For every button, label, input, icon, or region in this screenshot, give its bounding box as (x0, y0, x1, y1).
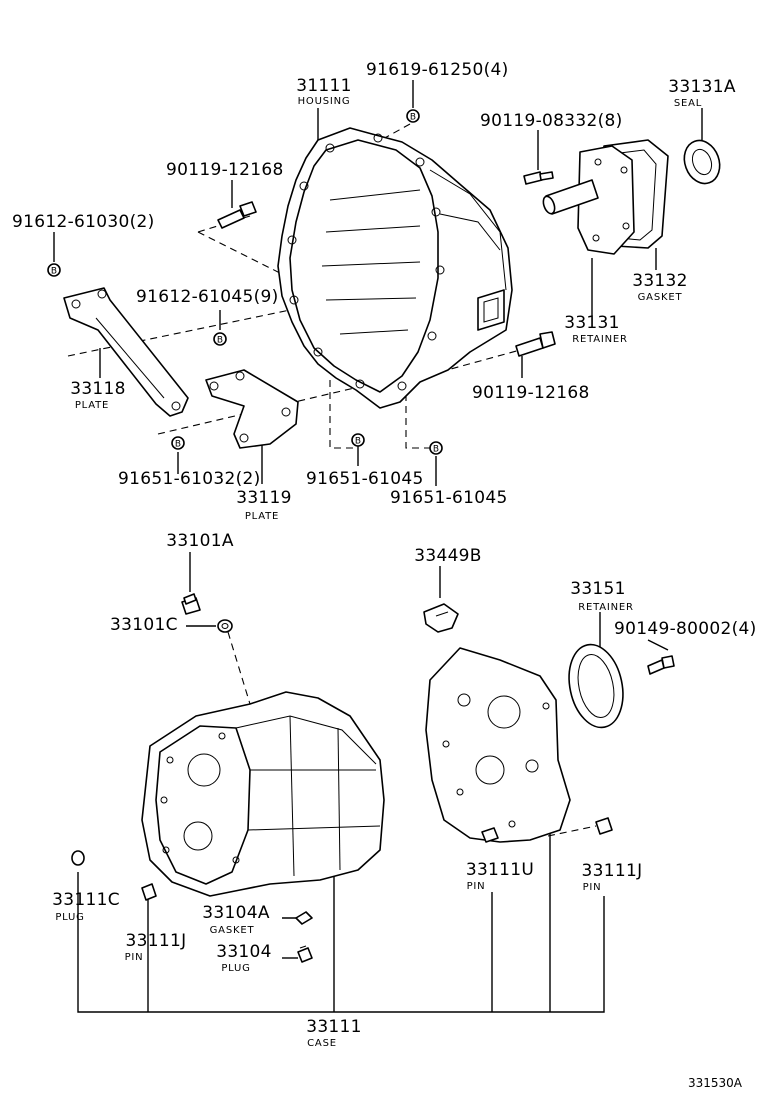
seal-33131A (683, 139, 721, 185)
bolt-90119-12168-top (217, 201, 257, 229)
label-plug-33104-desc: PLUG (221, 963, 250, 974)
label-gasket-33104A-desc: GASKET (210, 925, 255, 936)
label-plug-33101A: 33101A (166, 531, 234, 551)
pin-33111U (481, 827, 499, 843)
label-bolt-91651-61045-a: 91651-61045 (306, 469, 424, 489)
clutch-housing (277, 127, 513, 409)
bolt-90119-08332 (523, 171, 554, 185)
label-bolt-90119-12168-bottom: 90119-12168 (472, 383, 590, 403)
plate-33118 (63, 287, 189, 417)
bolt-marker-b-1: B (410, 113, 416, 123)
label-bolt-91612-61045: 91612-61045(9) (136, 287, 279, 307)
case-rear-cover (425, 647, 571, 843)
label-bolt-91619-61250: 91619-61250(4) (366, 60, 509, 80)
sensor-33449B (423, 603, 459, 633)
label-bolt-90149-80002: 90149-80002(4) (614, 619, 757, 639)
label-bolt-91651-61032: 91651-61032(2) (118, 469, 261, 489)
label-plug-33104-number: 33104 (216, 942, 272, 962)
label-plug-33111C-number: 33111C (52, 890, 120, 910)
label-retainer2-desc: RETAINER (578, 602, 634, 613)
label-sensor-33449B: 33449B (414, 546, 482, 566)
bolt-marker-b-3: B (217, 336, 223, 346)
label-gasket-desc: GASKET (638, 292, 683, 303)
label-plug-33111C-desc: PLUG (55, 912, 84, 923)
bolt-90119-12168-bottom (515, 331, 556, 357)
label-retainer2-number: 33151 (570, 579, 626, 599)
gasket-33101C (217, 619, 233, 633)
retainer-33151 (568, 643, 624, 729)
label-pin-33111J-right-desc: PIN (583, 882, 602, 893)
label-pin-33111U-desc: PIN (467, 881, 486, 892)
bolt-90149-80002 (647, 655, 675, 675)
label-bolt-90119-08332: 90119-08332(8) (480, 111, 623, 131)
plug-33101A (181, 593, 201, 615)
label-case-desc: CASE (307, 1038, 337, 1049)
retainer-33131 (542, 145, 635, 255)
bolt-marker-b-6: B (433, 445, 439, 455)
plate-33119 (205, 369, 299, 449)
figure-id: 331530A (688, 1076, 743, 1090)
gasket-33104A (295, 911, 313, 925)
label-plate-33119-number: 33119 (236, 488, 292, 508)
pin-33111J-right (595, 817, 613, 835)
label-housing-desc: HOUSING (298, 96, 351, 107)
label-seal-number: 33131A (668, 77, 736, 97)
bolt-marker-b-4: B (175, 440, 181, 450)
label-pin-33111J-left-number: 33111J (126, 931, 187, 951)
label-gasket-33104A-number: 33104A (202, 903, 270, 923)
plug-33111C (71, 850, 85, 866)
label-case-number: 33111 (306, 1017, 362, 1037)
label-gasket-number: 33132 (632, 271, 688, 291)
bolt-marker-b-5: B (355, 437, 361, 447)
bolt-markers: B B B B B B (47, 109, 443, 455)
label-gasket-33101C: 33101C (110, 615, 178, 635)
label-pin-33111J-left-desc: PIN (125, 952, 144, 963)
pin-33111J-left (141, 883, 157, 901)
part-labels: 31111 HOUSING 91619-61250(4) 33131A SEAL… (12, 60, 757, 1090)
label-retainer-number: 33131 (564, 313, 620, 333)
label-plate-33119-desc: PLATE (245, 511, 279, 522)
label-retainer-desc: RETAINER (572, 334, 628, 345)
label-plate-33118-number: 33118 (70, 379, 126, 399)
label-pin-33111J-right-number: 33111J (582, 861, 643, 881)
label-bolt-91651-61045-b: 91651-61045 (390, 488, 508, 508)
label-seal-desc: SEAL (674, 98, 702, 109)
label-bolt-91612-61030: 91612-61030(2) (12, 212, 155, 232)
label-bolt-90119-12168-top: 90119-12168 (166, 160, 284, 180)
plug-33104 (297, 945, 313, 963)
label-housing-number: 31111 (296, 76, 352, 96)
label-plate-33118-desc: PLATE (75, 400, 109, 411)
transmission-case (141, 691, 385, 897)
label-pin-33111U-number: 33111U (466, 860, 534, 880)
bolt-marker-b-2: B (51, 267, 57, 277)
